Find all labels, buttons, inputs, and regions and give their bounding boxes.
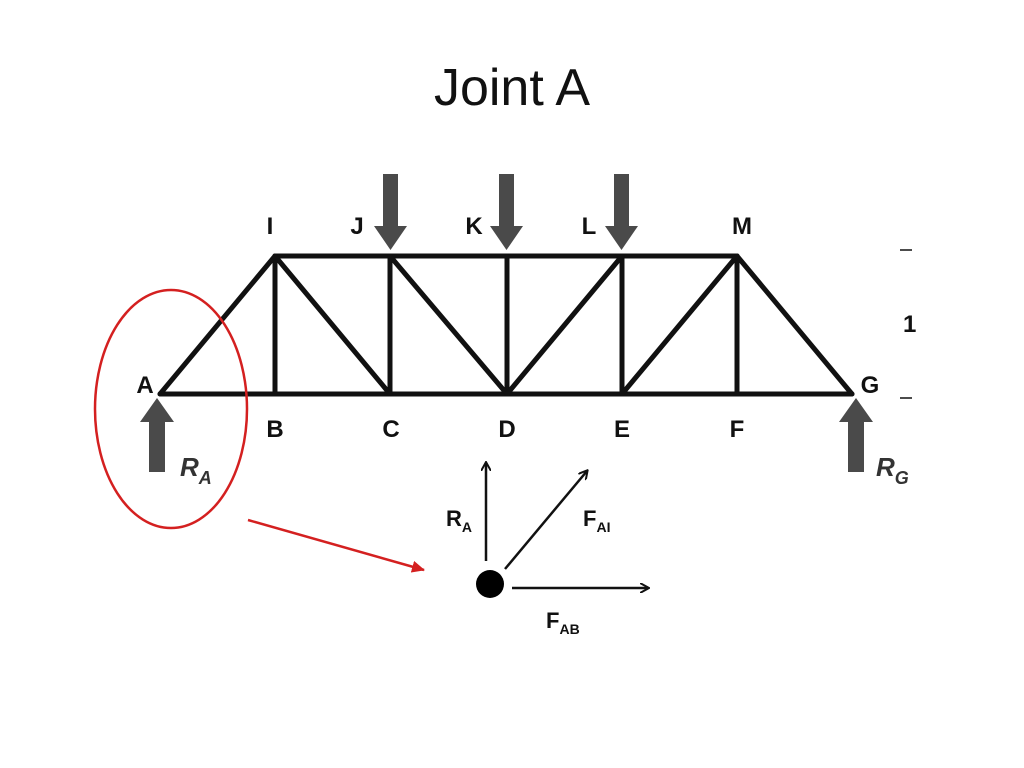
highlight-pointer-arrow (247, 518, 425, 573)
applied-loads (374, 174, 638, 250)
force-label-ra: RA (446, 506, 472, 535)
joint-label-k: K (465, 213, 483, 240)
joint-label-d: D (498, 416, 515, 443)
force-arrow-fai (504, 471, 587, 570)
joint-label-m: M (732, 213, 752, 240)
force-label-fai-sub: AI (596, 519, 610, 535)
force-label-ra-main: R (446, 506, 462, 531)
member-me (619, 253, 740, 397)
joint-label-c: C (382, 416, 399, 443)
force-label-fab: FAB (546, 608, 580, 637)
load-arrow-j (374, 174, 407, 250)
force-label-ra-sub: A (462, 519, 472, 535)
joint-label-f: F (730, 416, 745, 443)
free-body-diagram: RA FAI FAB (446, 463, 648, 637)
load-arrow-l (605, 174, 638, 250)
joint-label-l: L (582, 213, 597, 240)
reaction-arrow-g (839, 398, 873, 472)
member-ld (504, 253, 625, 397)
joint-label-b: B (266, 416, 283, 443)
top-joint-labels: I J K L M (267, 213, 752, 240)
reaction-label-a-sub: A (198, 468, 212, 488)
joint-node (476, 570, 504, 598)
member-mg (734, 253, 855, 397)
dimension-label: 1 (903, 311, 916, 338)
member-jd (387, 253, 510, 397)
reaction-label-g-sub: G (895, 468, 909, 488)
force-label-fai-main: F (583, 506, 596, 531)
load-arrow-k (490, 174, 523, 250)
force-label-fab-main: F (546, 608, 559, 633)
joint-label-i: I (267, 213, 274, 240)
joint-label-e: E (614, 416, 630, 443)
force-label-fab-sub: AB (559, 621, 579, 637)
reaction-label-g-main: R (876, 452, 895, 482)
reaction-label-a: RA (180, 452, 212, 488)
joint-label-j: J (350, 213, 363, 240)
reaction-arrow-a (140, 398, 174, 472)
force-label-fai: FAI (583, 506, 610, 535)
joint-a-highlight (93, 288, 249, 530)
member-ai (157, 253, 278, 397)
height-dimension: 1 (900, 249, 916, 399)
member-ic (272, 253, 393, 397)
reaction-label-a-main: R (180, 452, 199, 482)
reaction-label-g: RG (876, 452, 909, 488)
truss-members (157, 253, 855, 397)
support-reactions (140, 398, 873, 472)
joint-label-g: G (861, 372, 880, 399)
slide-title: Joint A (433, 59, 591, 117)
joint-label-a: A (136, 372, 153, 399)
bottom-joint-labels: A B C D E F G (136, 372, 879, 443)
